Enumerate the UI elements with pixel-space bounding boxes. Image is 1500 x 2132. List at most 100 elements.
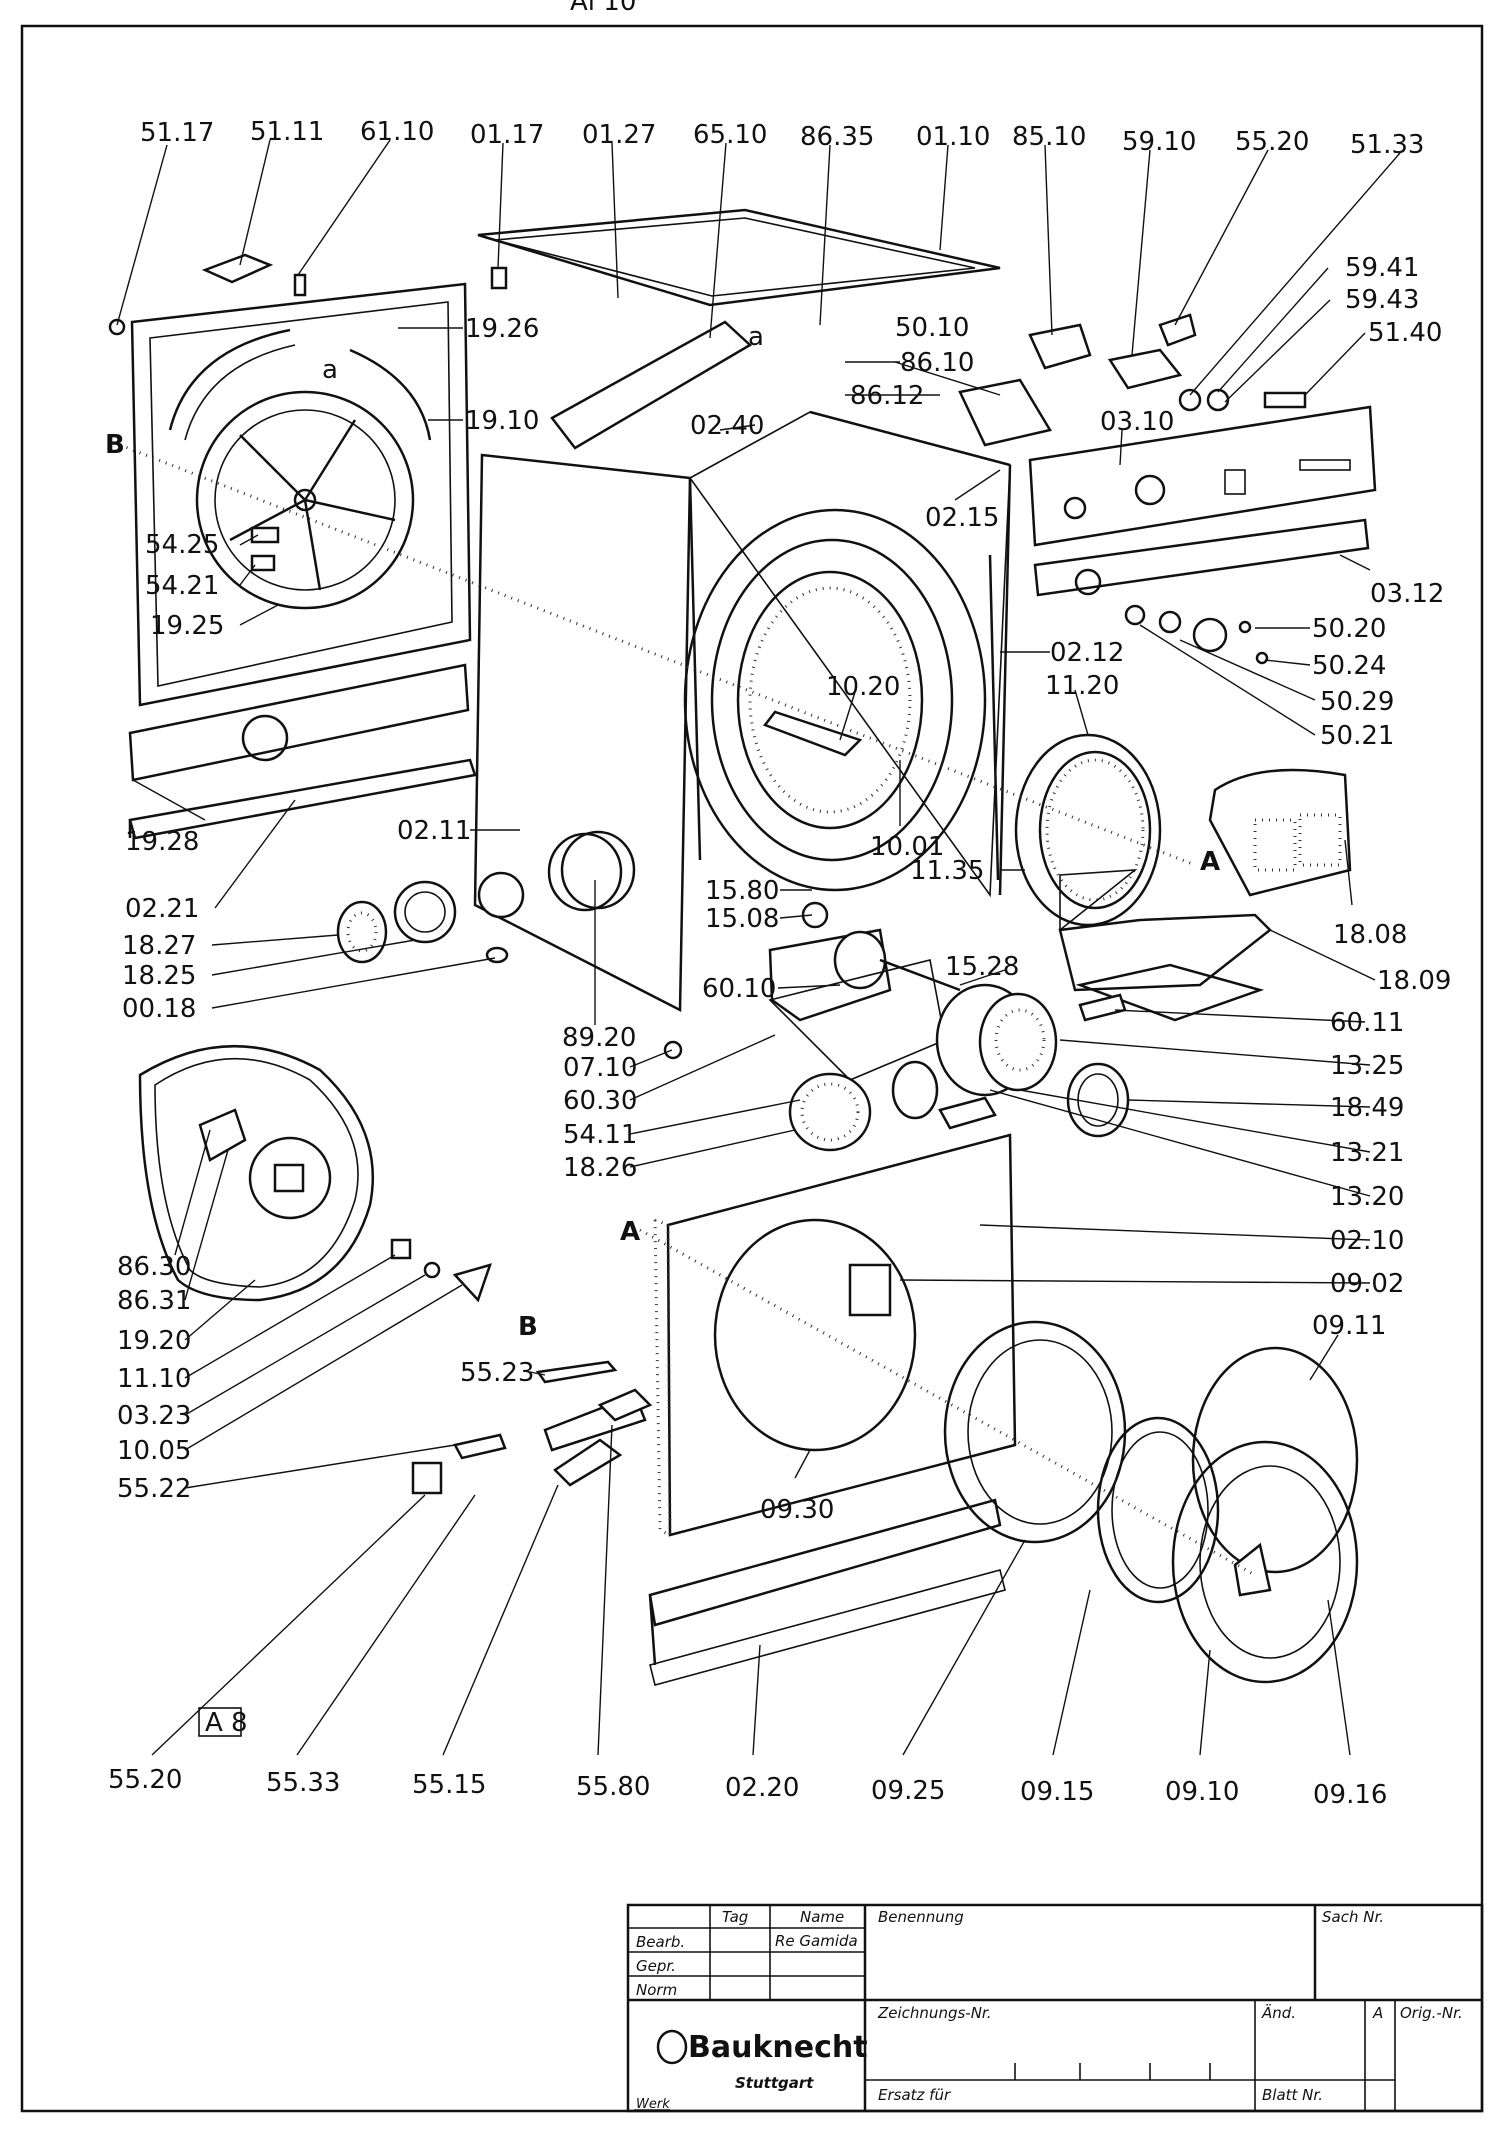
label-11-10: 11.10 bbox=[117, 1364, 191, 1394]
label-50-24: 50.24 bbox=[1312, 651, 1386, 681]
label-86-12: 86.12 bbox=[850, 381, 924, 411]
label-15-28: 15.28 bbox=[945, 952, 1019, 982]
label-02-10: 02.10 bbox=[1330, 1226, 1404, 1256]
bearing-plate-19-20 bbox=[138, 1044, 492, 1303]
tb-bearb: Bearb. bbox=[636, 1933, 685, 1951]
tb-name: Name bbox=[800, 1908, 844, 1926]
label-55-22: 55.22 bbox=[117, 1474, 191, 1504]
label-10-20: 10.20 bbox=[826, 672, 900, 702]
label-55-80: 55.80 bbox=[576, 1772, 650, 1802]
label-09-10: 09.10 bbox=[1165, 1777, 1239, 1807]
label-55-15: 55.15 bbox=[412, 1770, 486, 1800]
label-02-40: 02.40 bbox=[690, 411, 764, 441]
label-86-35: 86.35 bbox=[800, 122, 874, 152]
label-86-10: 86.10 bbox=[900, 348, 974, 378]
sheet-ref: A 8 bbox=[205, 1708, 248, 1738]
tb-werk: Werk bbox=[636, 2097, 670, 2112]
label-55-20-bottom: 55.20 bbox=[108, 1765, 182, 1795]
tb-ersatz-fuer: Ersatz für bbox=[878, 2086, 951, 2104]
label-50-20: 50.20 bbox=[1312, 614, 1386, 644]
label-54-25: 54.25 bbox=[145, 530, 219, 560]
base-strip-19-28 bbox=[128, 663, 477, 840]
tb-sach-nr: Sach Nr. bbox=[1322, 1908, 1384, 1926]
control-panel-03-10 bbox=[1028, 405, 1377, 547]
label-54-11: 54.11 bbox=[563, 1120, 637, 1150]
top-note: Al 10 bbox=[570, 0, 636, 17]
label-01-10: 01.10 bbox=[916, 122, 990, 152]
part-labels: 51.17 51.11 61.10 01.17 01.27 65.10 86.3… bbox=[105, 117, 1451, 1810]
tb-brand: Bauknecht bbox=[688, 2030, 868, 2065]
leader-lines bbox=[116, 139, 1401, 1756]
label-09-16: 09.16 bbox=[1313, 1780, 1387, 1810]
fascia-03-12 bbox=[1033, 518, 1370, 665]
label-02-15: 02.15 bbox=[925, 503, 999, 533]
label-01-17: 01.17 bbox=[470, 120, 544, 150]
label-65-10: 65.10 bbox=[693, 120, 767, 150]
label-18-08: 18.08 bbox=[1333, 920, 1407, 950]
bearing-ring-11-20 bbox=[1014, 733, 1162, 927]
label-89-20: 89.20 bbox=[562, 1023, 636, 1053]
label-59-43: 59.43 bbox=[1345, 285, 1419, 315]
label-19-20: 19.20 bbox=[117, 1326, 191, 1356]
label-03-23: 03.23 bbox=[117, 1401, 191, 1431]
label-02-12: 02.12 bbox=[1050, 638, 1124, 668]
label-50-10: 50.10 bbox=[895, 313, 969, 343]
label-00-18: 00.18 bbox=[122, 994, 196, 1024]
label-02-11: 02.11 bbox=[397, 816, 471, 846]
label-85-10: 85.10 bbox=[1012, 122, 1086, 152]
tb-blatt-nr: Blatt Nr. bbox=[1262, 2086, 1323, 2104]
label-15-08: 15.08 bbox=[705, 904, 779, 934]
air-duct-18-09 bbox=[1058, 869, 1272, 1022]
bauknecht-logo-icon bbox=[656, 2029, 688, 2065]
drum-10-01 bbox=[683, 410, 1012, 898]
label-59-41: 59.41 bbox=[1345, 253, 1419, 283]
label-50-21: 50.21 bbox=[1320, 721, 1394, 751]
vent-18-27 bbox=[336, 880, 509, 964]
label-18-26: 18.26 bbox=[563, 1153, 637, 1183]
tb-aend-value: A bbox=[1372, 2004, 1383, 2022]
marker-A-2: A bbox=[620, 1217, 640, 1247]
tb-tag: Tag bbox=[722, 1908, 748, 1926]
screw-07-10 bbox=[663, 1040, 683, 1060]
bracket-51-11 bbox=[108, 253, 307, 336]
top-cover-01-10 bbox=[477, 208, 1001, 307]
label-54-21: 54.21 bbox=[145, 571, 219, 601]
label-13-25: 13.25 bbox=[1330, 1051, 1404, 1081]
label-59-10: 59.10 bbox=[1122, 127, 1196, 157]
rail-65-10 bbox=[550, 320, 753, 450]
label-18-25: 18.25 bbox=[122, 961, 196, 991]
label-55-23: 55.23 bbox=[460, 1358, 534, 1388]
motor-60-10 bbox=[768, 901, 961, 1081]
lint-filter-18-08 bbox=[1208, 768, 1352, 897]
label-10-01: 10.01 bbox=[870, 832, 944, 862]
tb-orig-nr: Orig.-Nr. bbox=[1400, 2004, 1463, 2022]
fan-housing-13-25 bbox=[935, 983, 1130, 1138]
label-18-49: 18.49 bbox=[1330, 1093, 1404, 1123]
label-02-21: 02.21 bbox=[125, 894, 199, 924]
tb-zeichnungs-nr: Zeichnungs-Nr. bbox=[877, 2004, 991, 2022]
label-13-20: 13.20 bbox=[1330, 1182, 1404, 1212]
marker-a-1: a bbox=[322, 355, 338, 385]
label-13-21: 13.21 bbox=[1330, 1138, 1404, 1168]
side-panel-02-11 bbox=[473, 453, 692, 1013]
label-01-27: 01.27 bbox=[582, 120, 656, 150]
marker-B-2: B bbox=[518, 1312, 538, 1342]
tb-city: Stuttgart bbox=[735, 2074, 814, 2092]
label-07-10: 07.10 bbox=[563, 1053, 637, 1083]
front-panel-02-10 bbox=[648, 1133, 1017, 1686]
label-60-10: 60.10 bbox=[702, 974, 776, 1004]
title-block: Tag Name Benennung Sach Nr. Bearb. Gepr.… bbox=[626, 1903, 1484, 2113]
label-51-11: 51.11 bbox=[250, 117, 324, 147]
label-50-29: 50.29 bbox=[1320, 687, 1394, 717]
label-15-80: 15.80 bbox=[705, 876, 779, 906]
hose-18-26 bbox=[788, 993, 1127, 1152]
label-18-27: 18.27 bbox=[122, 931, 196, 961]
label-09-02: 09.02 bbox=[1330, 1269, 1404, 1299]
tb-norm: Norm bbox=[636, 1981, 677, 1999]
rear-panel-19-10 bbox=[130, 282, 472, 707]
label-60-11: 60.11 bbox=[1330, 1008, 1404, 1038]
door-gasket-09-11 bbox=[1191, 1346, 1359, 1574]
label-61-10: 61.10 bbox=[360, 117, 434, 147]
